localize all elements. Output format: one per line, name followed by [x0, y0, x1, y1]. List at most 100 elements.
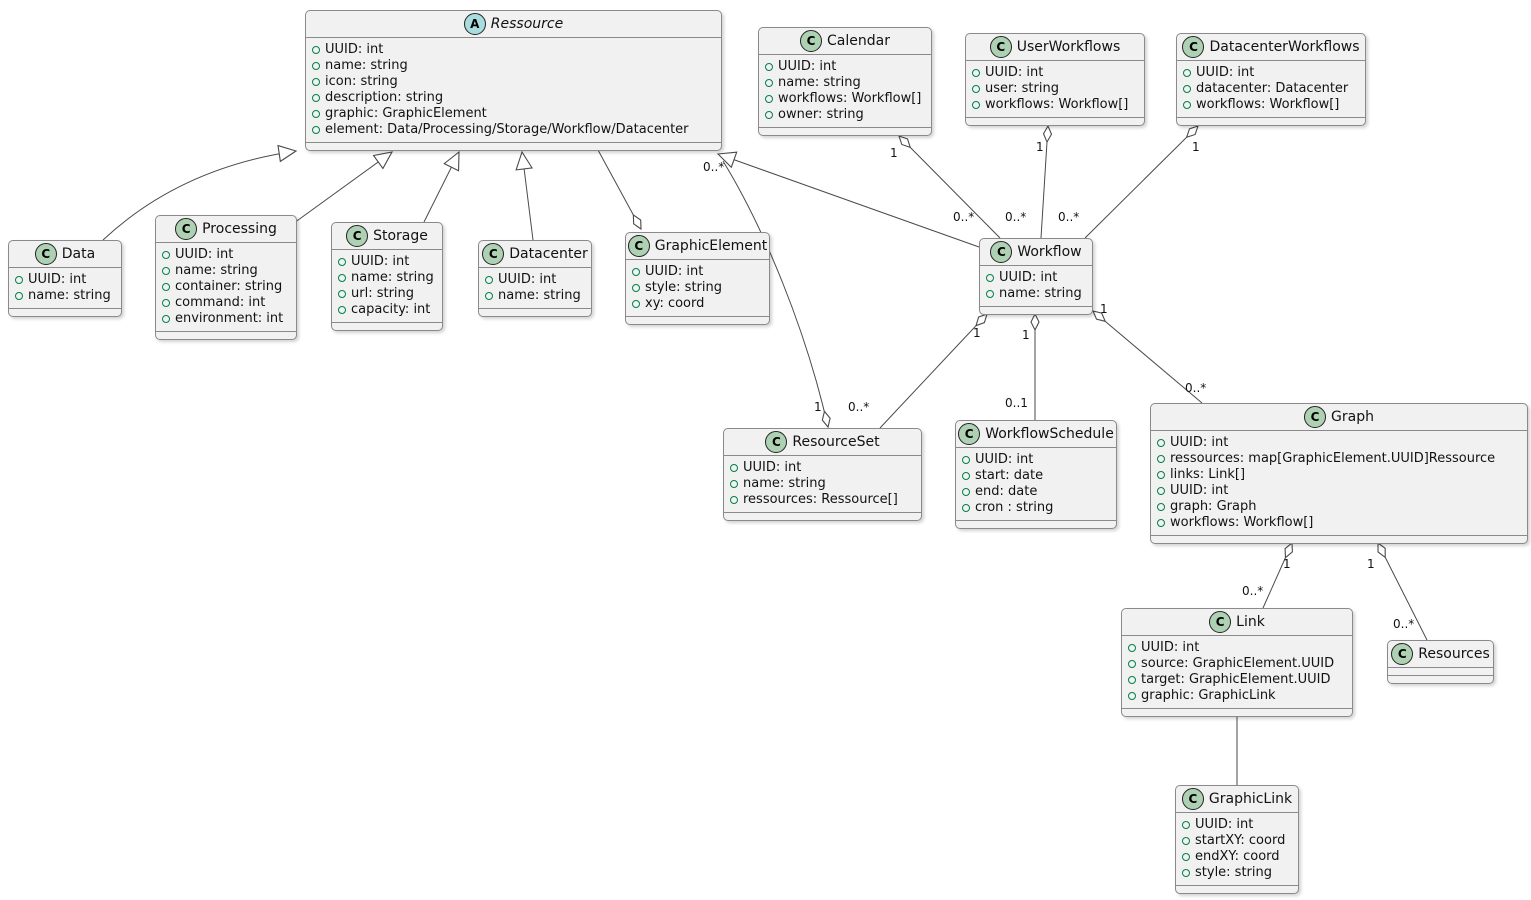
attribute-row: workflows: Workflow[] — [1183, 97, 1357, 113]
class-name: Resources — [1418, 646, 1490, 662]
attribute-row: element: Data/Processing/Storage/Workflo… — [312, 122, 713, 138]
attribute-text: xy: coord — [645, 296, 705, 311]
class-icon: C — [1182, 36, 1205, 58]
field-bullet-icon — [312, 94, 320, 102]
class-icon: C — [34, 243, 57, 265]
abstract-class-icon: A — [463, 13, 486, 35]
field-bullet-icon — [1128, 676, 1136, 684]
attribute-text: UUID: int — [498, 272, 557, 287]
edge-calendar-workflow — [899, 136, 1001, 239]
field-bullet-icon — [765, 111, 773, 119]
attribute-row: name: string — [162, 263, 288, 279]
methods-compartment — [156, 331, 296, 339]
attribute-row: style: string — [632, 280, 761, 296]
field-bullet-icon — [15, 276, 23, 284]
field-bullet-icon — [338, 274, 346, 282]
attribute-row: UUID: int — [485, 272, 583, 288]
class-icon: C — [1181, 788, 1204, 810]
class-name: GraphicLink — [1208, 791, 1293, 807]
field-bullet-icon — [312, 62, 320, 70]
attribute-text: element: Data/Processing/Storage/Workflo… — [325, 122, 689, 137]
class-name: Calendar — [827, 33, 890, 49]
field-bullet-icon — [162, 315, 170, 323]
class-name: GraphicElement — [654, 238, 768, 254]
methods-compartment — [966, 117, 1144, 125]
field-bullet-icon — [1128, 644, 1136, 652]
attribute-row: ressources: Ressource[] — [730, 492, 913, 508]
attribute-text: name: string — [778, 75, 861, 90]
attribute-row: workflows: Workflow[] — [972, 97, 1136, 113]
field-bullet-icon — [1128, 660, 1136, 668]
attribute-text: name: string — [325, 58, 408, 73]
field-bullet-icon — [485, 292, 493, 300]
attribute-text: UUID: int — [1170, 483, 1229, 498]
class-name: ResourceSet — [792, 434, 880, 450]
attribute-text: icon: string — [325, 74, 398, 89]
attribute-text: name: string — [743, 476, 826, 491]
class-icon: C — [627, 235, 650, 257]
methods-compartment — [1122, 708, 1352, 716]
class-name: Ressource — [490, 16, 564, 32]
class-name: Data — [61, 246, 96, 262]
attribute-row: UUID: int — [15, 272, 113, 288]
attribute-text: name: string — [28, 288, 111, 303]
attribute-row: name: string — [338, 270, 434, 286]
attribute-text: owner: string — [778, 107, 864, 122]
attribute-text: UUID: int — [743, 460, 802, 475]
edge-datacenterworkflows-workflow — [1084, 126, 1198, 239]
attribute-row: url: string — [338, 286, 434, 302]
attribute-row: workflows: Workflow[] — [1157, 515, 1519, 531]
class-icon: C — [958, 423, 981, 445]
multiplicity-label: 1 — [1283, 557, 1291, 571]
field-bullet-icon — [730, 496, 738, 504]
attribute-row: name: string — [730, 476, 913, 492]
attribute-row: UUID: int — [162, 247, 288, 263]
class-name: Datacenter — [509, 246, 588, 262]
attribute-text: name: string — [498, 288, 581, 303]
methods-compartment — [626, 316, 769, 324]
class-icon: C — [990, 241, 1013, 263]
attribute-row: target: GraphicElement.UUID — [1128, 672, 1344, 688]
edge-graph-link — [1262, 543, 1292, 609]
attribute-row: UUID: int — [1157, 435, 1519, 451]
field-bullet-icon — [162, 299, 170, 307]
methods-compartment — [1177, 117, 1365, 125]
field-bullet-icon — [1183, 85, 1191, 93]
field-bullet-icon — [972, 101, 980, 109]
multiplicity-label: 1 — [1036, 140, 1044, 154]
attribute-text: end: date — [975, 484, 1038, 499]
attribute-row: owner: string — [765, 107, 923, 123]
attribute-row: UUID: int — [632, 264, 761, 280]
attribute-text: workflows: Workflow[] — [985, 97, 1129, 112]
edge-workflow-resourceset — [879, 314, 987, 429]
attribute-text: workflows: Workflow[] — [1196, 97, 1340, 112]
field-bullet-icon — [962, 472, 970, 480]
attribute-text: UUID: int — [325, 42, 384, 57]
attribute-text: UUID: int — [975, 452, 1034, 467]
attribute-row: UUID: int — [972, 65, 1136, 81]
attribute-text: UUID: int — [28, 272, 87, 287]
